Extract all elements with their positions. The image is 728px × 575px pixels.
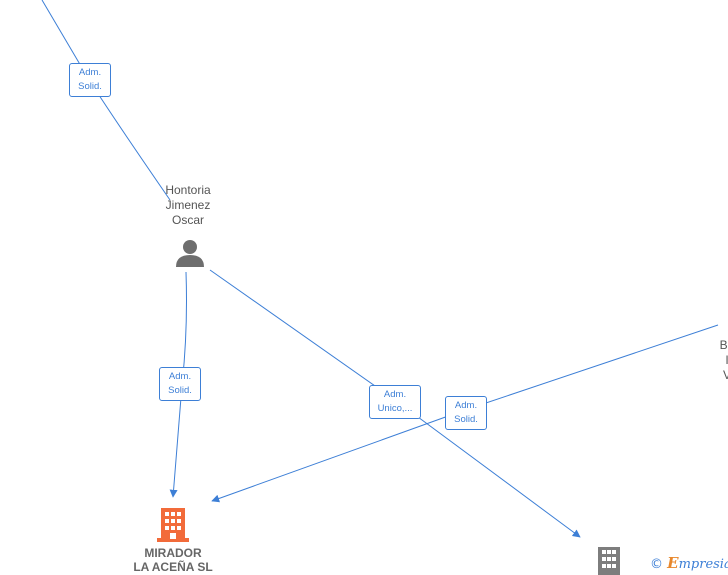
person-name-line: Oscar (171, 213, 204, 227)
edge-label-line: Adm. (454, 400, 478, 411)
person-name-line: Ba (719, 338, 728, 352)
company-name-mirador[interactable]: MIRADOR LA ACEÑA SL (118, 546, 228, 574)
person-icon[interactable] (175, 238, 205, 268)
copyright-symbol: © (650, 557, 663, 572)
edge-label-line: Solid. (168, 385, 192, 396)
edge-label-line: Solid. (78, 81, 102, 92)
edge-label-line: Solid. (454, 414, 478, 425)
person-name-right-partial[interactable]: Ba I V (712, 338, 728, 383)
building-icon[interactable] (596, 545, 622, 575)
company-name-line: MIRADOR (144, 546, 202, 560)
person-name-line: I (725, 353, 728, 367)
edge-top (41, 0, 171, 201)
company-name-line: LA ACEÑA SL (133, 560, 213, 574)
edge-label-line: Adm. (383, 389, 407, 400)
person-name-line: Hontoria (165, 183, 211, 197)
building-icon[interactable] (157, 506, 189, 542)
edge-label-line: Unico,... (377, 403, 413, 414)
edge-label-hontoria-other: Adm. Unico,... (369, 385, 421, 419)
watermark-initial: E (667, 554, 679, 572)
person-name-hontoria[interactable]: Hontoria Jimenez Oscar (148, 183, 228, 228)
empresia-watermark: © Empresia (650, 554, 728, 572)
person-name-line: V (722, 368, 728, 382)
edge-label-right-mirador: Adm. Solid. (445, 396, 487, 430)
edge-label-line: Adm. (78, 67, 102, 78)
watermark-text: mpresia (678, 557, 728, 572)
edge-label-hontoria-mirador: Adm. Solid. (159, 367, 201, 401)
person-name-line: Jimenez (165, 198, 211, 212)
edge-label-top: Adm. Solid. (69, 63, 111, 97)
edge-label-line: Adm. (168, 371, 192, 382)
